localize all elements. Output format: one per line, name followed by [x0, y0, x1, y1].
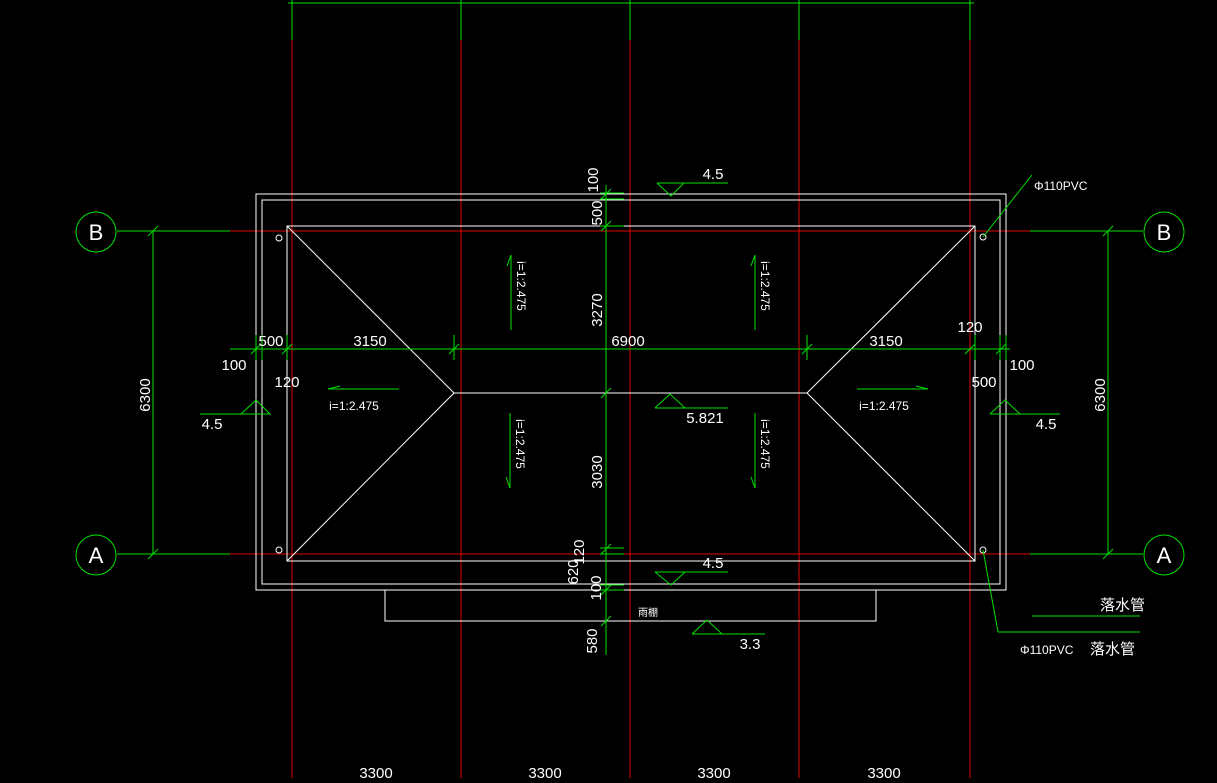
dim-top-100: 100 — [585, 167, 602, 192]
elevation-top-value: 4.5 — [703, 166, 724, 183]
elevation-left — [200, 399, 272, 415]
axis-bubble-b-right: B — [1143, 211, 1185, 253]
pvc-leaders — [982, 174, 1140, 633]
drain-tl — [275, 234, 283, 242]
dim-top-500: 500 — [589, 200, 606, 225]
axis-bubble-a-left: A — [75, 534, 117, 576]
roof-eave — [286, 225, 976, 562]
dim-lower-3030: 3030 — [589, 455, 606, 488]
dim-right-120: 120 — [957, 319, 982, 336]
canopy-outline — [384, 589, 877, 622]
hip-line-bl — [286, 392, 455, 562]
elevation-left-value: 4.5 — [202, 416, 223, 433]
axis-bubbles: B B A A — [75, 211, 1185, 576]
dim-right-100: 100 — [1009, 357, 1034, 374]
elevation-right — [989, 399, 1060, 415]
svg-text:A: A — [89, 543, 104, 568]
dim-3150-left: 3150 — [353, 333, 386, 350]
elevation-canopy-value: 3.3 — [740, 636, 761, 653]
pvc-top-label: Φ110PVC — [1034, 179, 1088, 193]
elevation-canopy — [691, 619, 765, 635]
bottom-span-1: 3300 — [359, 765, 392, 778]
svg-text:A: A — [1157, 543, 1172, 568]
bottom-span-4: 3300 — [867, 765, 900, 778]
elevation-markers — [200, 182, 1060, 635]
canopy-label: 雨棚 — [638, 606, 658, 619]
vertical-grid-lines — [291, 40, 971, 778]
dim-bottom-620: 620 — [565, 559, 582, 584]
axis-bubble-a-right: A — [1143, 534, 1185, 576]
drain-tr — [979, 233, 987, 241]
dim-3150-right: 3150 — [869, 333, 902, 350]
dim-left-120: 120 — [274, 374, 299, 391]
top-extension-lines — [288, 0, 974, 40]
hip-line-tl — [286, 225, 455, 394]
dim-bottom-580: 580 — [584, 628, 601, 653]
hip-line-tr — [806, 225, 976, 394]
span-dimension-lines — [147, 225, 1114, 560]
elevation-right-value: 4.5 — [1036, 416, 1057, 433]
slope-west: i=1:2.475 — [329, 399, 379, 413]
horizontal-axis-lines — [117, 230, 1143, 555]
svg-text:B: B — [89, 220, 104, 245]
slope-lower-right: i=1:2.475 — [758, 419, 772, 469]
roof-outline — [255, 193, 1007, 622]
elevation-ridge — [654, 393, 728, 409]
bottom-span-3: 3300 — [697, 765, 730, 778]
slope-arrows — [327, 254, 929, 489]
drain-br — [979, 546, 987, 554]
dim-6300-left: 6300 — [137, 378, 154, 411]
slope-lower-left: i=1:2.475 — [513, 419, 527, 469]
dim-6900: 6900 — [611, 333, 644, 350]
dim-6300-right: 6300 — [1092, 378, 1109, 411]
hip-line-br — [806, 392, 976, 562]
dim-left-100: 100 — [221, 357, 246, 374]
pvc-bottom-label: Φ110PVC — [1020, 643, 1074, 657]
slope-upper-left: i=1:2.475 — [514, 261, 528, 311]
dim-right-500: 500 — [971, 374, 996, 391]
parapet-inner — [261, 199, 1001, 585]
downpipe-label: 落水管 — [1090, 641, 1135, 658]
axis-bubble-b-left: B — [75, 211, 117, 253]
slope-east: i=1:2.475 — [859, 399, 909, 413]
svg-text:B: B — [1157, 220, 1172, 245]
parapet-outer — [255, 193, 1007, 591]
elevation-bottom-value: 4.5 — [703, 555, 724, 572]
dim-bottom-120: 120 — [571, 539, 588, 564]
elevation-top — [656, 182, 728, 197]
horizontal-dimension-line — [230, 335, 1010, 360]
slope-upper-right: i=1:2.475 — [758, 261, 772, 311]
bottom-span-2: 3300 — [528, 765, 561, 778]
dim-bottom-100: 100 — [588, 575, 605, 600]
dim-left-500: 500 — [258, 333, 283, 350]
dim-upper-3270: 3270 — [589, 293, 606, 326]
downpipe-legend: 落水管 — [1100, 597, 1145, 614]
elevation-bottom — [654, 571, 728, 586]
drain-bl — [275, 546, 283, 554]
center-dimension-line — [600, 185, 624, 655]
elevation-ridge-value: 5.821 — [686, 410, 724, 427]
